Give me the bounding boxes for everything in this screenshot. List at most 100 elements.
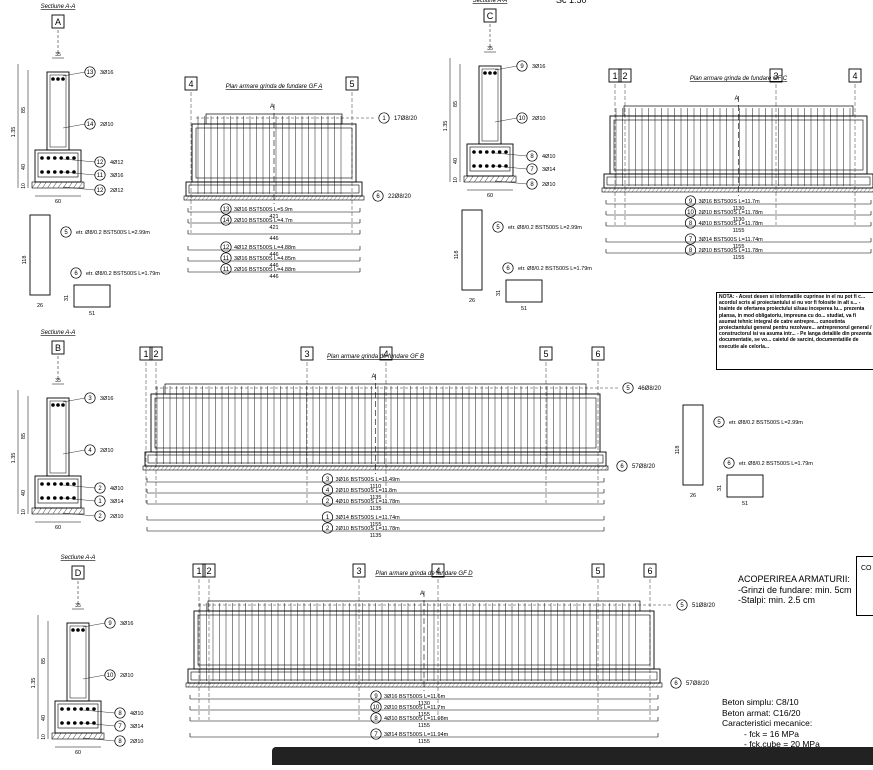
hatch bbox=[611, 682, 616, 688]
bar-mark bbox=[684, 233, 697, 245]
hatch bbox=[217, 195, 222, 201]
section-bar-mark bbox=[94, 169, 106, 181]
hatch bbox=[200, 465, 205, 471]
hatch bbox=[711, 187, 716, 193]
hatch bbox=[223, 682, 228, 688]
stirrup-shape-label: etr. Ø8/0.2 BST500S L=1.79m bbox=[739, 461, 813, 467]
concrete-notes: Beton simplu: C8/10 Beton armat: C16/20 … bbox=[722, 697, 820, 750]
leader-line bbox=[82, 622, 106, 628]
bar-label: 3Ø16 BST500S L=11.49m bbox=[336, 477, 401, 483]
hatch bbox=[363, 682, 368, 688]
hatch bbox=[300, 465, 305, 471]
hatch bbox=[176, 465, 181, 471]
hatch bbox=[31, 507, 37, 515]
hatch bbox=[424, 465, 429, 471]
bar-length: 1130 bbox=[733, 217, 745, 223]
hatch bbox=[555, 682, 560, 688]
bar-mark-num: 1 bbox=[326, 515, 330, 521]
hatch bbox=[839, 187, 844, 193]
hatch bbox=[576, 465, 581, 471]
hatch bbox=[475, 682, 480, 688]
rebar-dot bbox=[40, 482, 44, 486]
hatch bbox=[204, 465, 209, 471]
hatch bbox=[763, 187, 768, 193]
hatch bbox=[659, 187, 664, 193]
stirrup-label: 57Ø8/20 bbox=[632, 464, 656, 470]
hatch bbox=[297, 195, 302, 201]
stirrup-shape-mark bbox=[60, 226, 72, 238]
hatch bbox=[156, 465, 161, 471]
hatch bbox=[469, 175, 474, 183]
section-cut-label: A bbox=[270, 104, 274, 110]
hatch bbox=[237, 195, 242, 201]
section-bar-mark bbox=[104, 617, 116, 629]
stirrup-shape-label: etr. Ø8/0.2 BST500S L=1.79m bbox=[518, 266, 592, 272]
hatch bbox=[320, 465, 325, 471]
hatch bbox=[287, 682, 292, 688]
hatch bbox=[164, 465, 169, 471]
rebar-dot bbox=[493, 71, 497, 75]
hatch bbox=[383, 682, 388, 688]
rebar-dot bbox=[51, 403, 55, 407]
hatch bbox=[727, 187, 732, 193]
hatch bbox=[380, 465, 385, 471]
stirrup-shape-label: etr. Ø8/0.2 BST500S L=2.99m bbox=[76, 230, 150, 236]
stirrup-shape-mark bbox=[70, 267, 82, 279]
section-bar-label: 2Ø10 bbox=[100, 122, 113, 128]
hatch bbox=[479, 682, 484, 688]
hatch bbox=[240, 465, 245, 471]
bar-length: 1135 bbox=[370, 533, 382, 539]
hatch bbox=[267, 682, 272, 688]
bar-mark bbox=[684, 206, 697, 218]
dim-text: 40 bbox=[453, 158, 459, 164]
hatch bbox=[265, 195, 270, 201]
hatch bbox=[229, 195, 234, 201]
hatch bbox=[436, 465, 441, 471]
leader-line bbox=[62, 449, 86, 455]
section-cut-label: A bbox=[371, 374, 375, 380]
stirrup-shape-wide bbox=[73, 284, 111, 308]
hatch bbox=[227, 682, 232, 688]
rebar-dot bbox=[472, 150, 476, 154]
section-bar-label: 2Ø10 bbox=[542, 182, 555, 188]
hatch bbox=[275, 682, 280, 688]
hatch bbox=[515, 682, 520, 688]
bar-length: 1155 bbox=[418, 712, 430, 718]
hatch bbox=[368, 465, 373, 471]
section-bar-mark bbox=[516, 60, 528, 72]
hatch bbox=[184, 465, 189, 471]
column-outline bbox=[46, 71, 70, 151]
bar-mark-num: 7 bbox=[689, 237, 693, 243]
stirrup-shape-mark-num: 5 bbox=[64, 230, 68, 236]
hatch bbox=[42, 507, 47, 515]
hatch bbox=[567, 682, 572, 688]
blinding-layer bbox=[31, 181, 85, 189]
hatch bbox=[192, 465, 197, 471]
section-bar-mark-num: 8 bbox=[530, 154, 534, 160]
hatch bbox=[288, 465, 293, 471]
hatch bbox=[316, 465, 321, 471]
plan-axis-box bbox=[184, 76, 198, 91]
section-bar-mark bbox=[84, 444, 96, 456]
viewer-toolbar[interactable] bbox=[272, 747, 873, 765]
dim-text: 85 bbox=[21, 107, 27, 113]
hatch bbox=[253, 195, 258, 201]
stirrup-label: 51Ø8/20 bbox=[692, 603, 716, 609]
section-letter-text: C bbox=[487, 11, 494, 21]
hatch bbox=[647, 682, 652, 688]
hatch bbox=[607, 187, 612, 193]
dim-text: 1.35 bbox=[11, 127, 17, 138]
hatch bbox=[483, 682, 488, 688]
hatch bbox=[367, 682, 372, 688]
hatch bbox=[767, 187, 772, 193]
stirrup-shape-tall bbox=[682, 404, 704, 486]
cover-line-2: -Stalpi: min. 2.5 cm bbox=[738, 595, 816, 605]
hatch bbox=[556, 465, 561, 471]
hatch bbox=[189, 195, 194, 201]
bar-label: 2Ø10 BST500S L=11.78m bbox=[336, 526, 401, 532]
stirrup-shape-wide bbox=[726, 474, 764, 498]
hatch bbox=[474, 175, 479, 183]
hatch bbox=[643, 682, 648, 688]
stirrup-shape-mark-num: 5 bbox=[717, 420, 721, 426]
rebar-dot bbox=[60, 721, 64, 725]
